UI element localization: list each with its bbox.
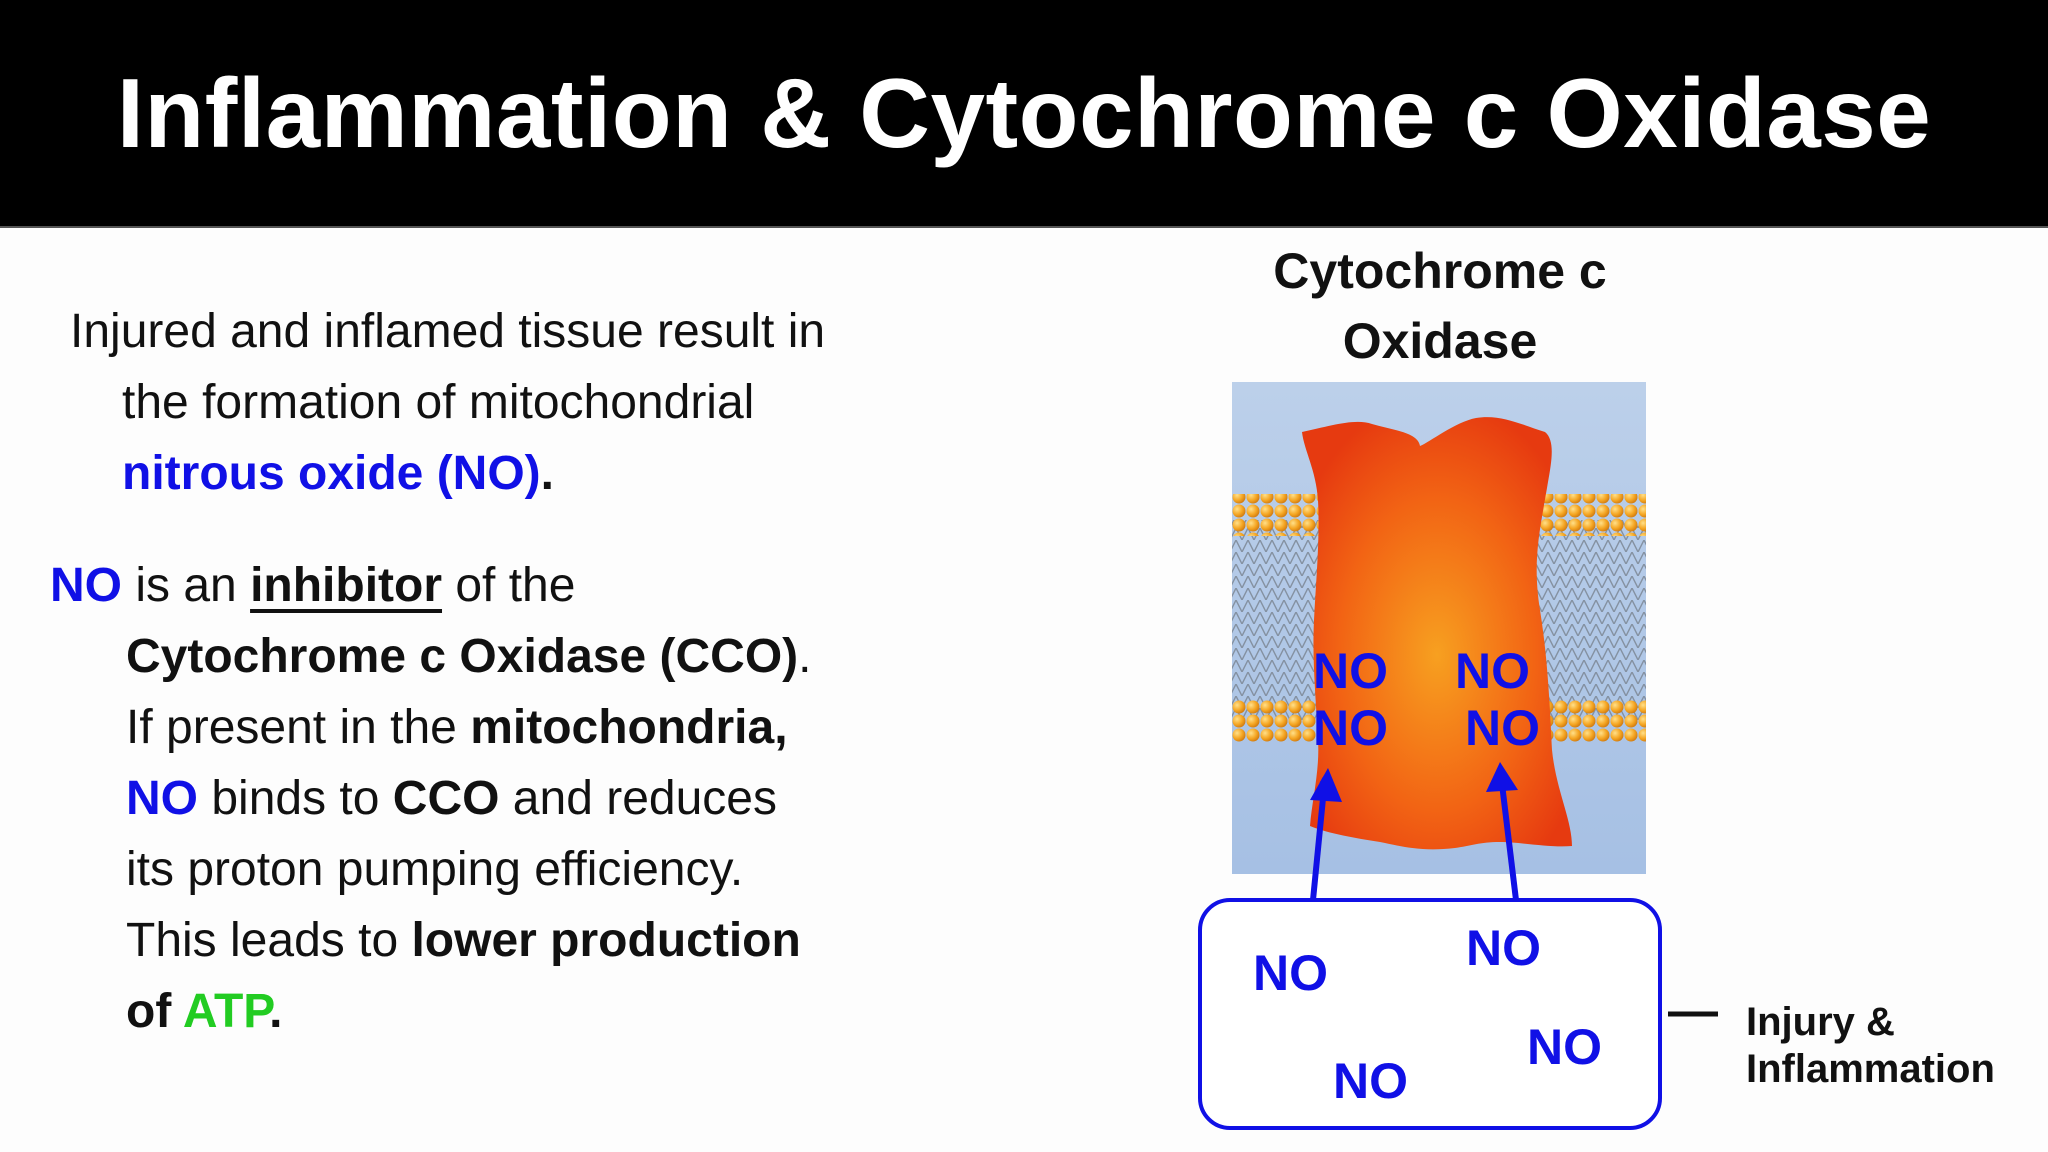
inhibitor-paragraph: NO is an inhibitor of the Cytochrome c O… [50,550,910,1047]
arrowhead-left-icon [1310,768,1342,802]
text-fragment: of the [442,559,576,612]
text-fragment: This leads to [126,914,412,967]
intro-line-1: Injured and inflamed tissue result in [70,305,826,358]
box-no-4: NO [1333,1053,1408,1109]
inhibitor-line-6: This leads to lower production [126,905,910,976]
protein-no-2: NO [1455,643,1530,699]
cco-protein [1302,417,1572,850]
protein-no-3: NO [1313,700,1388,756]
nitrous-oxide-term: nitrous oxide (NO) [122,447,541,500]
period: . [540,447,555,500]
inflammation-box [1198,898,1662,1130]
intro-line-2: the formation of mitochondrial [122,376,755,429]
intro-line-3: nitrous oxide (NO). [122,438,910,509]
atp-term: ATP [182,985,270,1038]
lower-production-term: lower production [411,914,801,967]
arrowhead-right-icon [1486,762,1518,792]
diagram-title-line-1: Cytochrome c [1273,243,1607,299]
protein-no-4: NO [1465,700,1540,756]
title-bar: Inflammation & Cytochrome c Oxidase [0,0,2048,228]
cco-term: CCO [392,772,500,825]
inhibitor-line-2: Cytochrome c Oxidase (CCO). [126,621,910,692]
inhibitor-term: inhibitor [250,559,443,612]
inhibitor-line-4: NO binds to CCO and reduces [126,763,910,834]
injury-label-line-2: Inflammation [1746,1047,1995,1091]
period: . [798,630,812,683]
diagram-title: Cytochrome c Oxidase [1230,236,1650,376]
no-term: NO [50,559,122,612]
injury-label-line-1: Injury & [1746,1000,1895,1044]
box-no-3: NO [1527,1019,1602,1075]
slide-title: Inflammation & Cytochrome c Oxidase [116,58,1932,168]
text-fragment: is an [122,559,251,612]
box-no-1: NO [1253,945,1328,1001]
mitochondria-term: mitochondria, [470,701,788,754]
inhibitor-line-1: NO is an inhibitor of the [50,550,910,621]
text-fragment: and reduces [499,772,777,825]
box-no-2: NO [1466,920,1541,976]
text-fragment: If present in the [126,701,471,754]
inhibitor-line-5: its proton pumping efficiency. [126,843,744,896]
cco-full-term: Cytochrome c Oxidase (CCO) [126,630,799,683]
inhibitor-line-3: If present in the mitochondria, [126,692,910,763]
protein-no-1: NO [1313,643,1388,699]
arrow-right [1499,783,1519,901]
inhibitor-line-7: of ATP. [126,976,910,1047]
text-fragment: binds to [198,772,393,825]
diagram-title-line-2: Oxidase [1342,313,1538,369]
text-fragment: of [126,985,183,1038]
no-term: NO [126,772,198,825]
period: . [269,985,283,1038]
intro-paragraph: Injured and inflamed tissue result in th… [70,296,910,509]
